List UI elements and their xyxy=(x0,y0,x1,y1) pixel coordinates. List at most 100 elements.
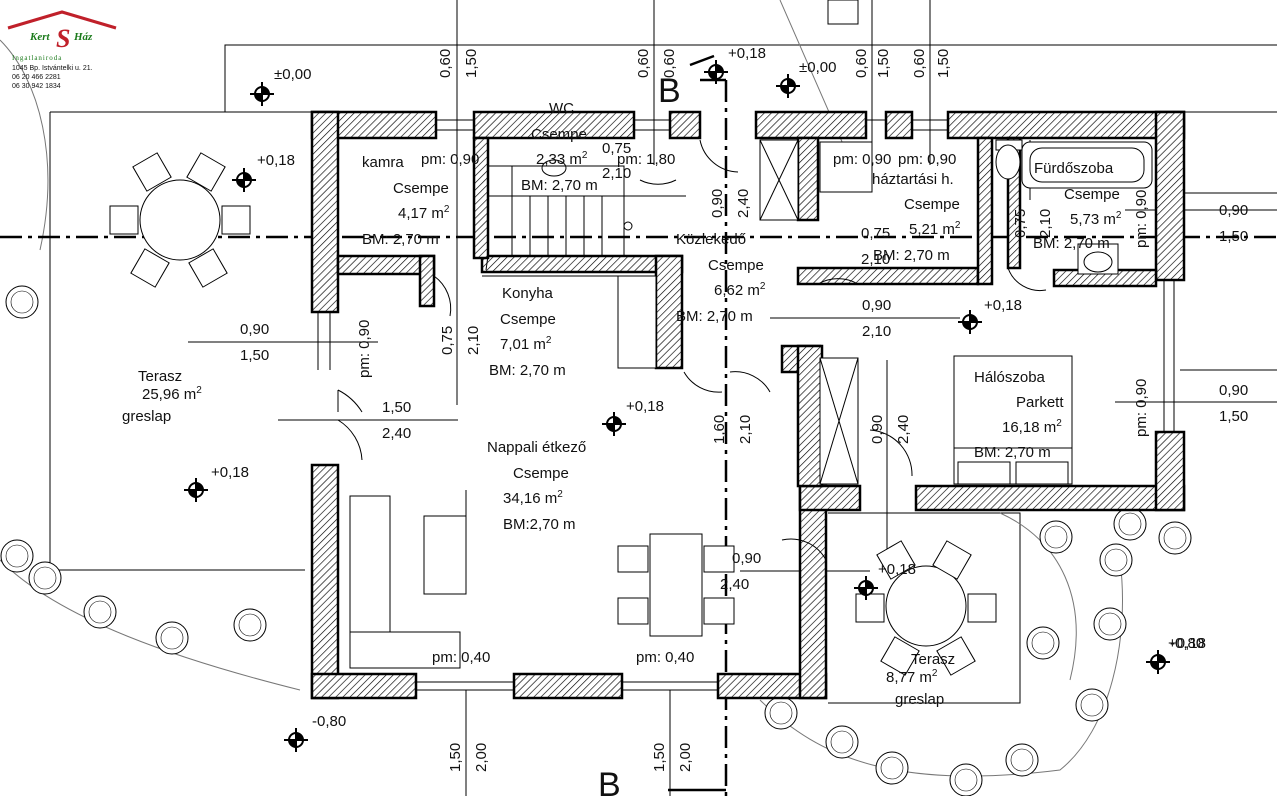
dimension-texts: 0,60 1,50 0,60 0,60 0,60 1,50 0,60 1,50 … xyxy=(240,49,1248,772)
dim-label: 2,10 xyxy=(602,165,631,182)
living-furniture xyxy=(349,495,735,669)
wc-floor: Csempe xyxy=(531,126,587,143)
dim-label: 0,60 xyxy=(853,49,870,78)
terasz2-material: greslap xyxy=(895,691,944,708)
konyha-name: Konyha xyxy=(502,285,554,302)
terasz1-area: 25,96 m2 xyxy=(142,385,202,403)
kozlekedo-area: 6,62 m2 xyxy=(714,281,766,299)
level-labels: ±0,00 +0,18 ±0,00 +0,18 +0,18 +0,18 +0,1… xyxy=(211,45,1206,730)
dim-label: 0,60 xyxy=(635,49,652,78)
doors xyxy=(337,139,1047,561)
interior-walls xyxy=(336,136,1158,370)
furdo-floor: Csempe xyxy=(1064,186,1120,203)
level-label: +0,18 xyxy=(1168,635,1206,652)
parapet-label: pm: 1,80 xyxy=(617,151,675,168)
logo-word2: Ház xyxy=(73,31,93,43)
parapet-label: pm: 0,90 xyxy=(421,151,479,168)
parapet-label: pm: 0,90 xyxy=(833,151,891,168)
logo-address: 1045 Bp. Istvántelki u. 21. xyxy=(12,65,93,72)
dim-label: 2,10 xyxy=(465,326,482,355)
dim-label: 2,40 xyxy=(382,425,411,442)
dim-label: 2,40 xyxy=(720,576,749,593)
dim-label: 0,75 xyxy=(439,326,456,355)
haztartasi-area: 5,21 m2 xyxy=(909,220,961,238)
room-labels: kamra Csempe 4,17 m2 BM: 2,70 m WC Csemp… xyxy=(122,100,1122,708)
wc-height: BM: 2,70 m xyxy=(521,177,598,194)
dim-label: 2,10 xyxy=(862,323,891,340)
site-lines xyxy=(0,0,1277,777)
kamra-name: kamra xyxy=(362,154,404,171)
logo-phone-2: 06 30 942 1834 xyxy=(12,83,61,90)
dim-label: 1,50 xyxy=(382,399,411,416)
axis-lines xyxy=(0,54,1277,796)
nappali-name: Nappali étkező xyxy=(487,439,586,456)
dim-label: 0,90 xyxy=(862,297,891,314)
level-label: +0,18 xyxy=(257,152,295,169)
halo-name: Hálószoba xyxy=(974,369,1046,386)
dim-label: 2,00 xyxy=(677,743,694,772)
dim-label: 1,50 xyxy=(463,49,480,78)
staircase xyxy=(485,159,686,271)
level-label: +0,18 xyxy=(626,398,664,415)
dim-label: 2,10 xyxy=(861,251,890,268)
parapet-label: pm: 0,90 xyxy=(898,151,956,168)
dim-label: 1,50 xyxy=(1219,228,1248,245)
dim-label: 1,50 xyxy=(447,743,464,772)
konyha-area: 7,01 m2 xyxy=(500,335,552,353)
nappali-floor: Csempe xyxy=(513,465,569,482)
wardrobes xyxy=(759,139,873,485)
dim-label: 1,60 xyxy=(711,415,728,444)
windows xyxy=(317,119,1175,691)
dim-label: 0,90 xyxy=(732,550,761,567)
kozlekedo-name: Közlekedő xyxy=(676,231,746,248)
dim-label: 1,50 xyxy=(935,49,952,78)
bathroom-fixtures xyxy=(995,139,1153,275)
level-label: +0,18 xyxy=(878,561,916,578)
wc-area: 2,33 m2 xyxy=(536,150,588,168)
terasz1-name: Terasz xyxy=(138,368,182,385)
haztartasi-name: háztartási h. xyxy=(872,171,954,188)
parapet-label: pm: 0,90 xyxy=(1133,379,1150,437)
halo-area: 16,18 m2 xyxy=(1002,418,1062,436)
logo-word1: Kert xyxy=(29,31,51,43)
company-logo: Kert S Ház Ingatlaniroda 1045 Bp. István… xyxy=(7,10,117,90)
terasz1-material: greslap xyxy=(122,408,171,425)
kamra-height: BM: 2,70 m xyxy=(362,231,439,248)
kozlekedo-height: BM: 2,70 m xyxy=(676,308,753,325)
level-label: -0,80 xyxy=(312,713,346,730)
dim-label: 0,60 xyxy=(911,49,928,78)
level-label: ±0,00 xyxy=(274,66,311,83)
kozlekedo-floor: Csempe xyxy=(708,257,764,274)
dim-label: 0,90 xyxy=(240,321,269,338)
level-label: +0,18 xyxy=(211,464,249,481)
dim-label: 1,50 xyxy=(1219,408,1248,425)
parapet-label: pm: 0,40 xyxy=(636,649,694,666)
dim-label: 2,10 xyxy=(737,415,754,444)
dim-label: 0,90 xyxy=(1219,202,1248,219)
konyha-floor: Csempe xyxy=(500,311,556,328)
dim-label: 0,75 xyxy=(602,140,631,157)
dim-label: 0,90 xyxy=(709,189,726,218)
dim-label: 0,75 xyxy=(861,225,890,242)
dim-label: 0,60 xyxy=(661,49,678,78)
parapet-label: pm: 0,90 xyxy=(1133,190,1150,248)
parapet-label: pm: 0,40 xyxy=(432,649,490,666)
dim-label: 1,50 xyxy=(240,347,269,364)
terrace-table-right xyxy=(855,540,997,676)
parapet-label: pm: 0,90 xyxy=(356,320,373,378)
level-label: -0,80 xyxy=(1170,635,1204,652)
level-label: +0,18 xyxy=(984,297,1022,314)
haztartasi-floor: Csempe xyxy=(904,196,960,213)
furdo-name: Fürdőszoba xyxy=(1034,160,1114,177)
logo-letter: S xyxy=(56,24,70,53)
dim-label: 0,60 xyxy=(437,49,454,78)
haztartasi-height: BM: 2,70 m xyxy=(873,247,950,264)
dim-label: 1,50 xyxy=(875,49,892,78)
dim-label: 1,50 xyxy=(651,743,668,772)
logo-subtitle: Ingatlaniroda xyxy=(12,54,62,62)
dim-label: 0,90 xyxy=(1219,382,1248,399)
bed xyxy=(953,355,1073,485)
dim-label: 2,40 xyxy=(735,189,752,218)
section-mark-top: B xyxy=(658,72,681,110)
